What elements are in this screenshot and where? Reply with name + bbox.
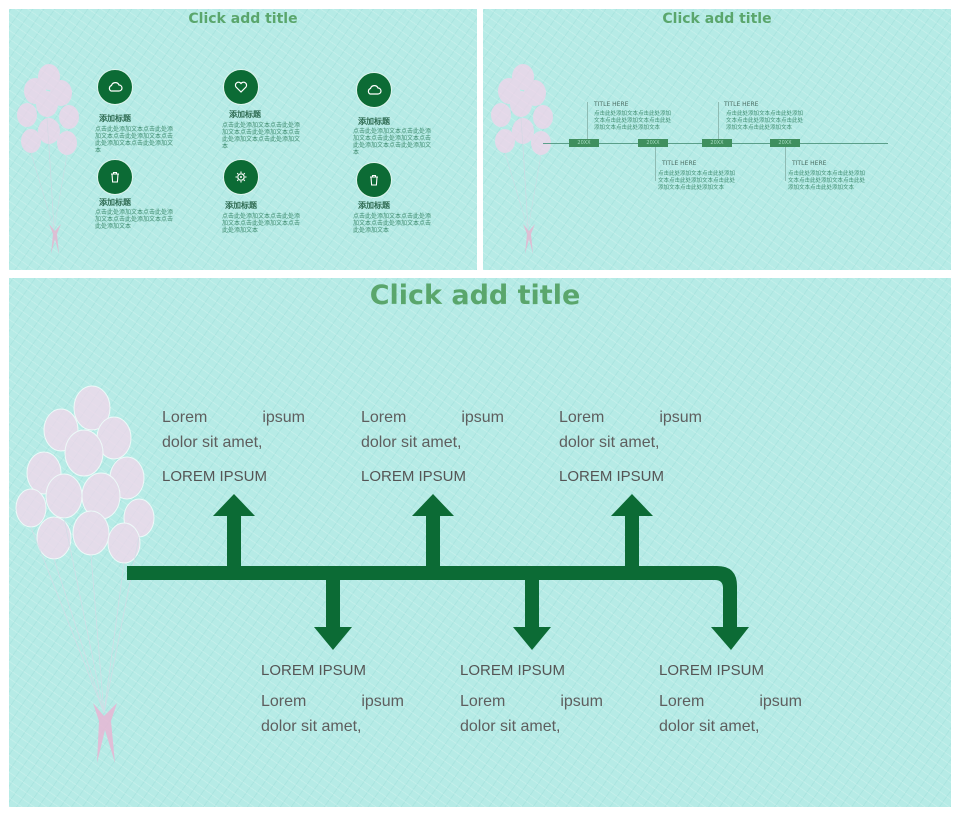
- lorem-text-block: Lorem ipsum dolor sit amet,: [460, 689, 603, 739]
- item-body: 点击此处添加文本点击此处添加文本点击此处添加文本点击此处添加文本: [222, 213, 301, 234]
- slide-thumbnail-1[interactable]: Click add title 添加标题 点击此处添加文本点击此处添加文本点击此…: [9, 9, 477, 270]
- slide-title: Click add title: [188, 11, 298, 27]
- item-body: 点击此处添加文本点击此处添加文本点击此处添加文本点击此处添加文本: [95, 209, 174, 230]
- cloud-icon: [356, 72, 392, 108]
- year-marker: 20XX: [770, 139, 800, 147]
- item-heading: TITLE HERE: [792, 160, 827, 167]
- item-body: 点击此处添加文本点击此处添加文本点击此处添加文本点击此处添加文本点击此处添加文本: [594, 111, 672, 131]
- item-body: 点击此处添加文本点击此处添加文本点击此处添加文本点击此处添加文本点击此处添加文本: [95, 126, 174, 154]
- ipsum-word: ipsum: [262, 409, 305, 426]
- lorem-line: dolor sit amet,: [361, 434, 462, 451]
- item-heading: 添加标题: [99, 114, 131, 123]
- lorem-caption: LOREM IPSUM: [361, 468, 467, 485]
- year-marker: 20XX: [569, 139, 599, 147]
- item-heading: 添加标题: [99, 198, 131, 207]
- item-heading: TITLE HERE: [662, 160, 697, 167]
- ipsum-word: ipsum: [361, 693, 404, 710]
- heart-icon: [223, 69, 259, 105]
- ipsum-word: ipsum: [659, 409, 702, 426]
- balloons-decoration: [15, 385, 155, 763]
- connector-line: [587, 102, 588, 139]
- item-body: 点击此处添加文本点击此处添加文本点击此处添加文本点击此处添加文本点击此处添加文本: [222, 122, 301, 150]
- ipsum-word: ipsum: [560, 693, 603, 710]
- item-heading: TITLE HERE: [724, 101, 759, 108]
- slide-title: Click add title: [662, 11, 772, 27]
- balloons-decoration: [491, 64, 553, 254]
- connector-line: [785, 147, 786, 181]
- item-body: 点击此处添加文本点击此处添加文本点击此处添加文本点击此处添加文本点击此处添加文本: [788, 171, 866, 191]
- slide-title: Click add title: [369, 280, 581, 311]
- lorem-caption: LOREM IPSUM: [460, 662, 566, 679]
- lorem-caption: LOREM IPSUM: [261, 662, 367, 679]
- lorem-text-block: Lorem ipsum dolor sit amet,: [559, 405, 702, 455]
- down-arrow-1: [314, 578, 352, 650]
- item-body: 点击此处添加文本点击此处添加文本点击此处添加文本点击此处添加文本点击此处添加文本: [353, 128, 432, 156]
- lorem-word: Lorem: [460, 693, 506, 710]
- cloud-icon: [97, 69, 133, 105]
- lorem-line: dolor sit amet,: [261, 718, 362, 735]
- down-arrow-2: [513, 578, 551, 650]
- lorem-word: Lorem: [659, 693, 705, 710]
- balloons-decoration: [17, 64, 79, 254]
- gear-icon: [223, 159, 259, 195]
- item-heading: TITLE HERE: [594, 101, 629, 108]
- trash-icon: [356, 162, 392, 198]
- lorem-text-block: Lorem ipsum dolor sit amet,: [261, 689, 404, 739]
- item-heading: 添加标题: [358, 201, 390, 210]
- item-heading: 添加标题: [229, 110, 261, 119]
- process-arrow-diagram: [127, 494, 749, 650]
- ipsum-word: ipsum: [461, 409, 504, 426]
- lorem-word: Lorem: [261, 693, 307, 710]
- lorem-word: Lorem: [361, 409, 407, 426]
- lorem-word: Lorem: [162, 409, 208, 426]
- ipsum-word: ipsum: [759, 693, 802, 710]
- lorem-line: dolor sit amet,: [460, 718, 561, 735]
- year-marker: 20XX: [638, 139, 668, 147]
- slide-thumbnail-2[interactable]: Click add title 20XX 20XX 20XX 20XX TITL…: [483, 9, 951, 270]
- lorem-caption: LOREM IPSUM: [162, 468, 268, 485]
- up-arrow-3: [611, 494, 653, 568]
- lorem-text-block: Lorem ipsum dolor sit amet,: [361, 405, 504, 455]
- connector-line: [718, 102, 719, 139]
- lorem-caption: LOREM IPSUM: [559, 468, 665, 485]
- lorem-text-block: Lorem ipsum dolor sit amet,: [659, 689, 802, 739]
- item-heading: 添加标题: [225, 201, 257, 210]
- item-heading: 添加标题: [358, 117, 390, 126]
- trash-icon: [97, 159, 133, 195]
- lorem-line: dolor sit amet,: [659, 718, 760, 735]
- up-arrow-1: [213, 494, 255, 568]
- lorem-caption: LOREM IPSUM: [659, 662, 765, 679]
- year-marker: 20XX: [702, 139, 732, 147]
- lorem-line: dolor sit amet,: [162, 434, 263, 451]
- lorem-line: dolor sit amet,: [559, 434, 660, 451]
- lorem-text-block: Lorem ipsum dolor sit amet,: [162, 405, 305, 455]
- up-arrow-2: [412, 494, 454, 568]
- item-body: 点击此处添加文本点击此处添加文本点击此处添加文本点击此处添加文本: [353, 213, 432, 234]
- connector-line: [655, 147, 656, 181]
- item-body: 点击此处添加文本点击此处添加文本点击此处添加文本点击此处添加文本点击此处添加文本: [726, 111, 804, 131]
- main-flow-line: [127, 566, 749, 650]
- lorem-word: Lorem: [559, 409, 605, 426]
- item-body: 点击此处添加文本点击此处添加文本点击此处添加文本点击此处添加文本点击此处添加文本: [658, 171, 736, 191]
